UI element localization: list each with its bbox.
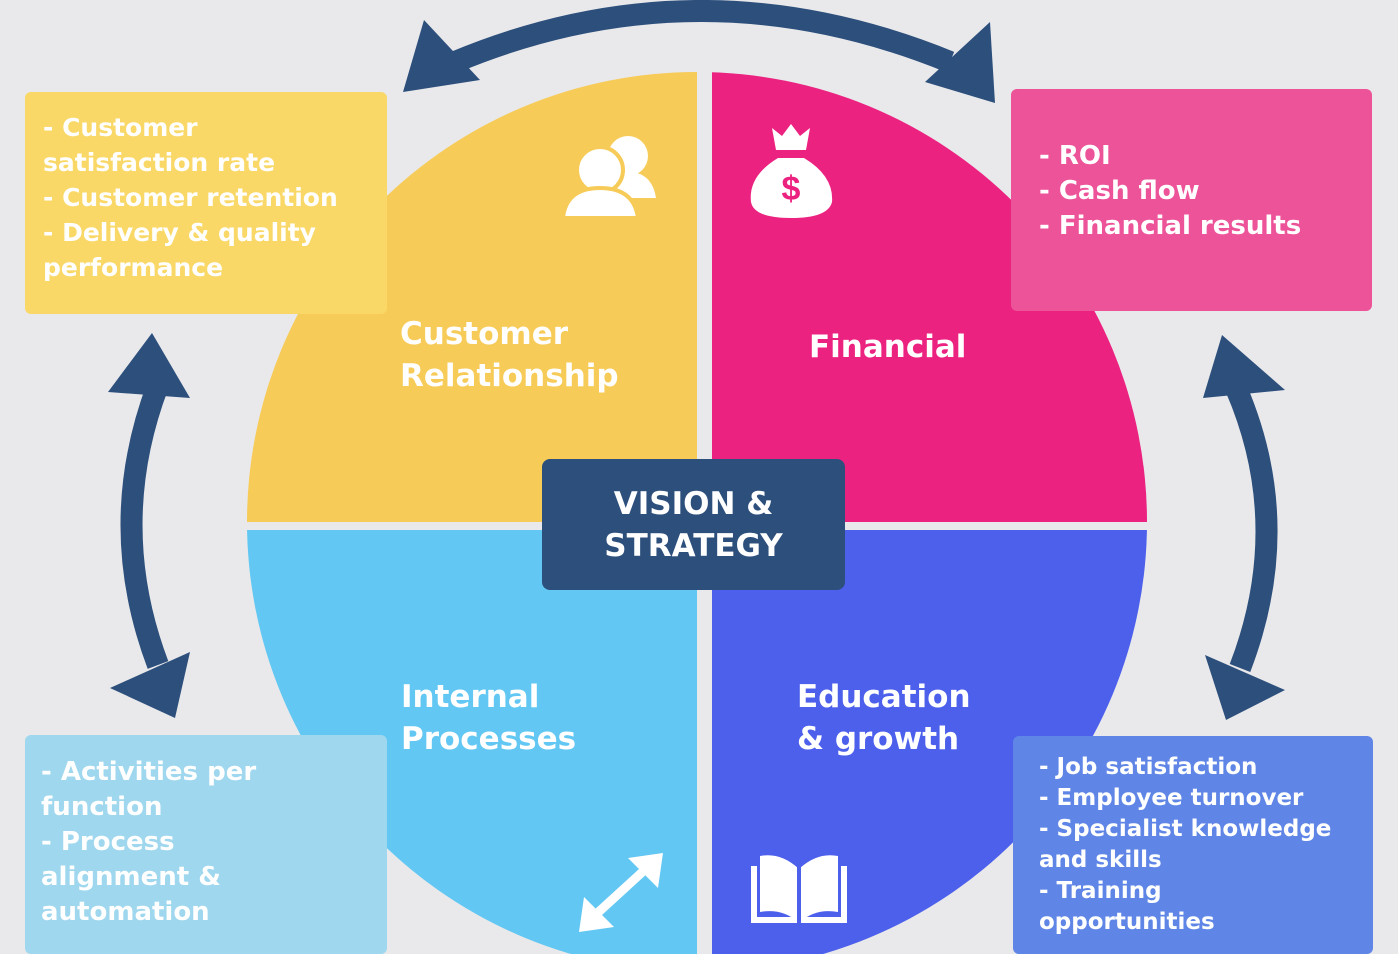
customer-relationship-label: Customer Relationship <box>400 316 619 394</box>
money-bag-icon: $ <box>750 124 833 218</box>
left-cycle-arrow <box>108 333 190 718</box>
right-cycle-arrow <box>1203 335 1285 720</box>
vision-strategy-box: VISION & STRATEGY <box>542 459 845 590</box>
list-item: - Specialist knowledge and skills <box>1039 816 1332 873</box>
education-metrics-box: - Job satisfaction - Employee turnover -… <box>1013 736 1373 954</box>
list-item: - Customer satisfaction rate <box>43 113 276 177</box>
list-item: - Financial results <box>1039 211 1302 241</box>
vision-strategy-label: VISION & STRATEGY <box>604 485 783 564</box>
users-icon <box>560 136 656 220</box>
list-item: - Process alignment & automation <box>41 827 221 927</box>
expand-arrows-icon <box>579 853 663 932</box>
internal-processes-label: Internal Processes <box>401 679 577 757</box>
customer-metrics-list: - Customer satisfaction rate - Customer … <box>43 110 377 285</box>
internal-metrics-box: - Activities per function - Process alig… <box>25 735 387 954</box>
list-item: - ROI <box>1039 141 1111 171</box>
list-item: - Training opportunities <box>1039 878 1215 935</box>
top-cycle-arrow <box>403 0 995 103</box>
svg-text:$: $ <box>782 170 801 208</box>
list-item: - Cash flow <box>1039 176 1200 206</box>
list-item: - Delivery & quality performance <box>43 218 316 282</box>
financial-label: Financial <box>809 329 967 365</box>
book-icon <box>751 855 847 924</box>
list-item: - Job satisfaction <box>1039 754 1258 780</box>
customer-metrics-box: - Customer satisfaction rate - Customer … <box>25 92 387 314</box>
list-item: - Activities per function <box>41 757 257 822</box>
internal-metrics-list: - Activities per function - Process alig… <box>41 755 377 930</box>
list-item: - Employee turnover <box>1039 785 1304 811</box>
financial-metrics-list: - ROI - Cash flow - Financial results <box>1039 139 1362 244</box>
list-item: - Customer retention <box>43 183 338 212</box>
education-growth-label: Education & growth <box>797 679 971 757</box>
financial-metrics-box: - ROI - Cash flow - Financial results <box>1011 89 1372 311</box>
education-metrics-list: - Job satisfaction - Employee turnover -… <box>1039 752 1363 938</box>
